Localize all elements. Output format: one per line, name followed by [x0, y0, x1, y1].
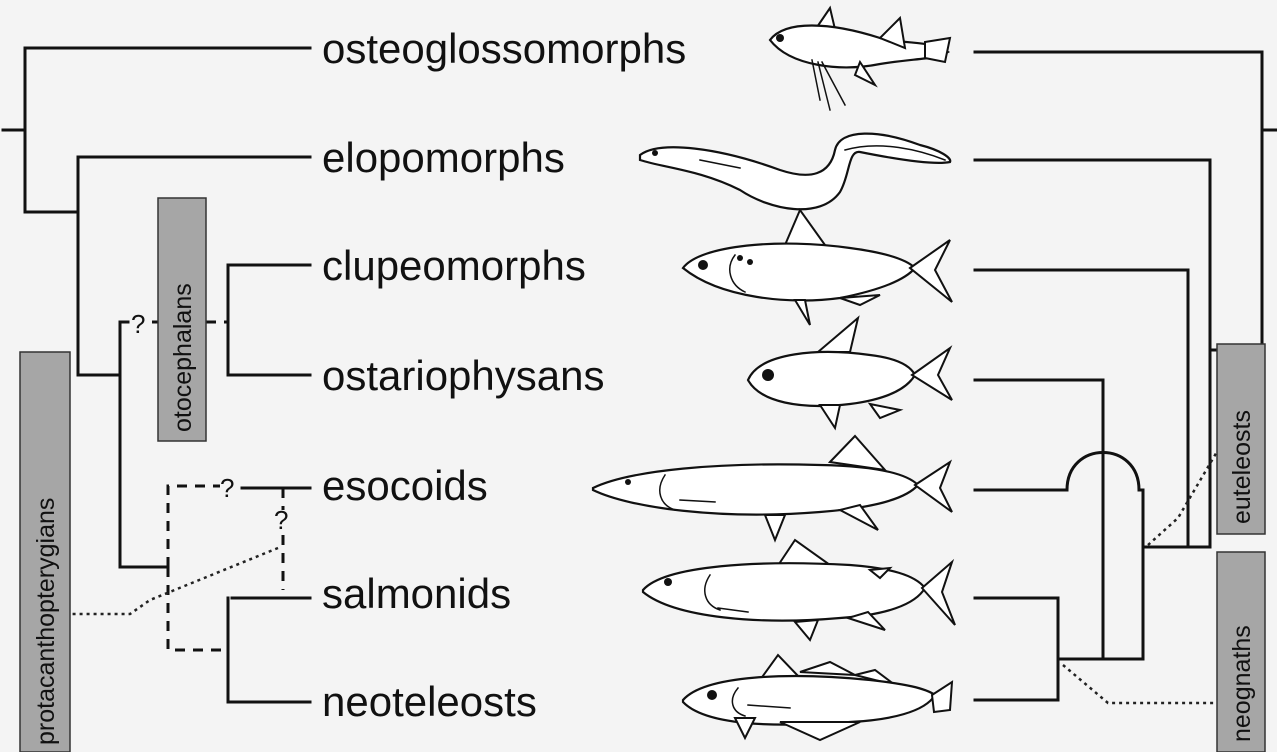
taxon-label-osteoglossomorphs: osteoglossomorphs	[322, 25, 686, 72]
euteleosts-label: euteleosts	[1228, 410, 1256, 524]
otocephalans-label: otocephalans	[169, 283, 197, 432]
protacanthopterygians-pointer	[72, 548, 278, 614]
osteoglossomorph-fish-icon	[770, 8, 950, 110]
neognaths-label: neognaths	[1228, 625, 1256, 742]
taxon-label-ostariophysans: ostariophysans	[322, 352, 605, 399]
protacanthopterygians-label: protacanthopterygians	[32, 498, 60, 745]
uncertainty-mark-otocephala: ?	[131, 309, 145, 339]
euteleosts-box: euteleosts	[1217, 344, 1265, 534]
herring-fish-icon	[683, 210, 952, 325]
neognaths-box: neognaths	[1217, 552, 1265, 752]
euteleosts-pointer	[1148, 450, 1218, 545]
taxon-label-clupeomorphs: clupeomorphs	[322, 242, 586, 289]
taxon-label-esocoids: esocoids	[322, 462, 488, 509]
taxon-label-neoteleosts: neoteleosts	[322, 678, 537, 725]
otocephalans-box: otocephalans	[158, 198, 206, 441]
taxon-label-elopomorphs: elopomorphs	[322, 134, 565, 181]
neognaths-pointer	[1063, 665, 1218, 703]
protacanthopterygians-box: protacanthopterygians	[20, 352, 70, 752]
salmon-fish-icon	[643, 540, 955, 640]
taxon-label-salmonids: salmonids	[322, 570, 511, 617]
pike-fish-icon	[593, 436, 952, 540]
eel-icon	[640, 134, 950, 210]
uncertainty-mark-esocoid-right: ?	[274, 505, 288, 535]
uncertainty-mark-esocoid-left: ?	[220, 473, 234, 503]
minnow-fish-icon	[748, 318, 952, 428]
cod-fish-icon	[683, 655, 952, 740]
